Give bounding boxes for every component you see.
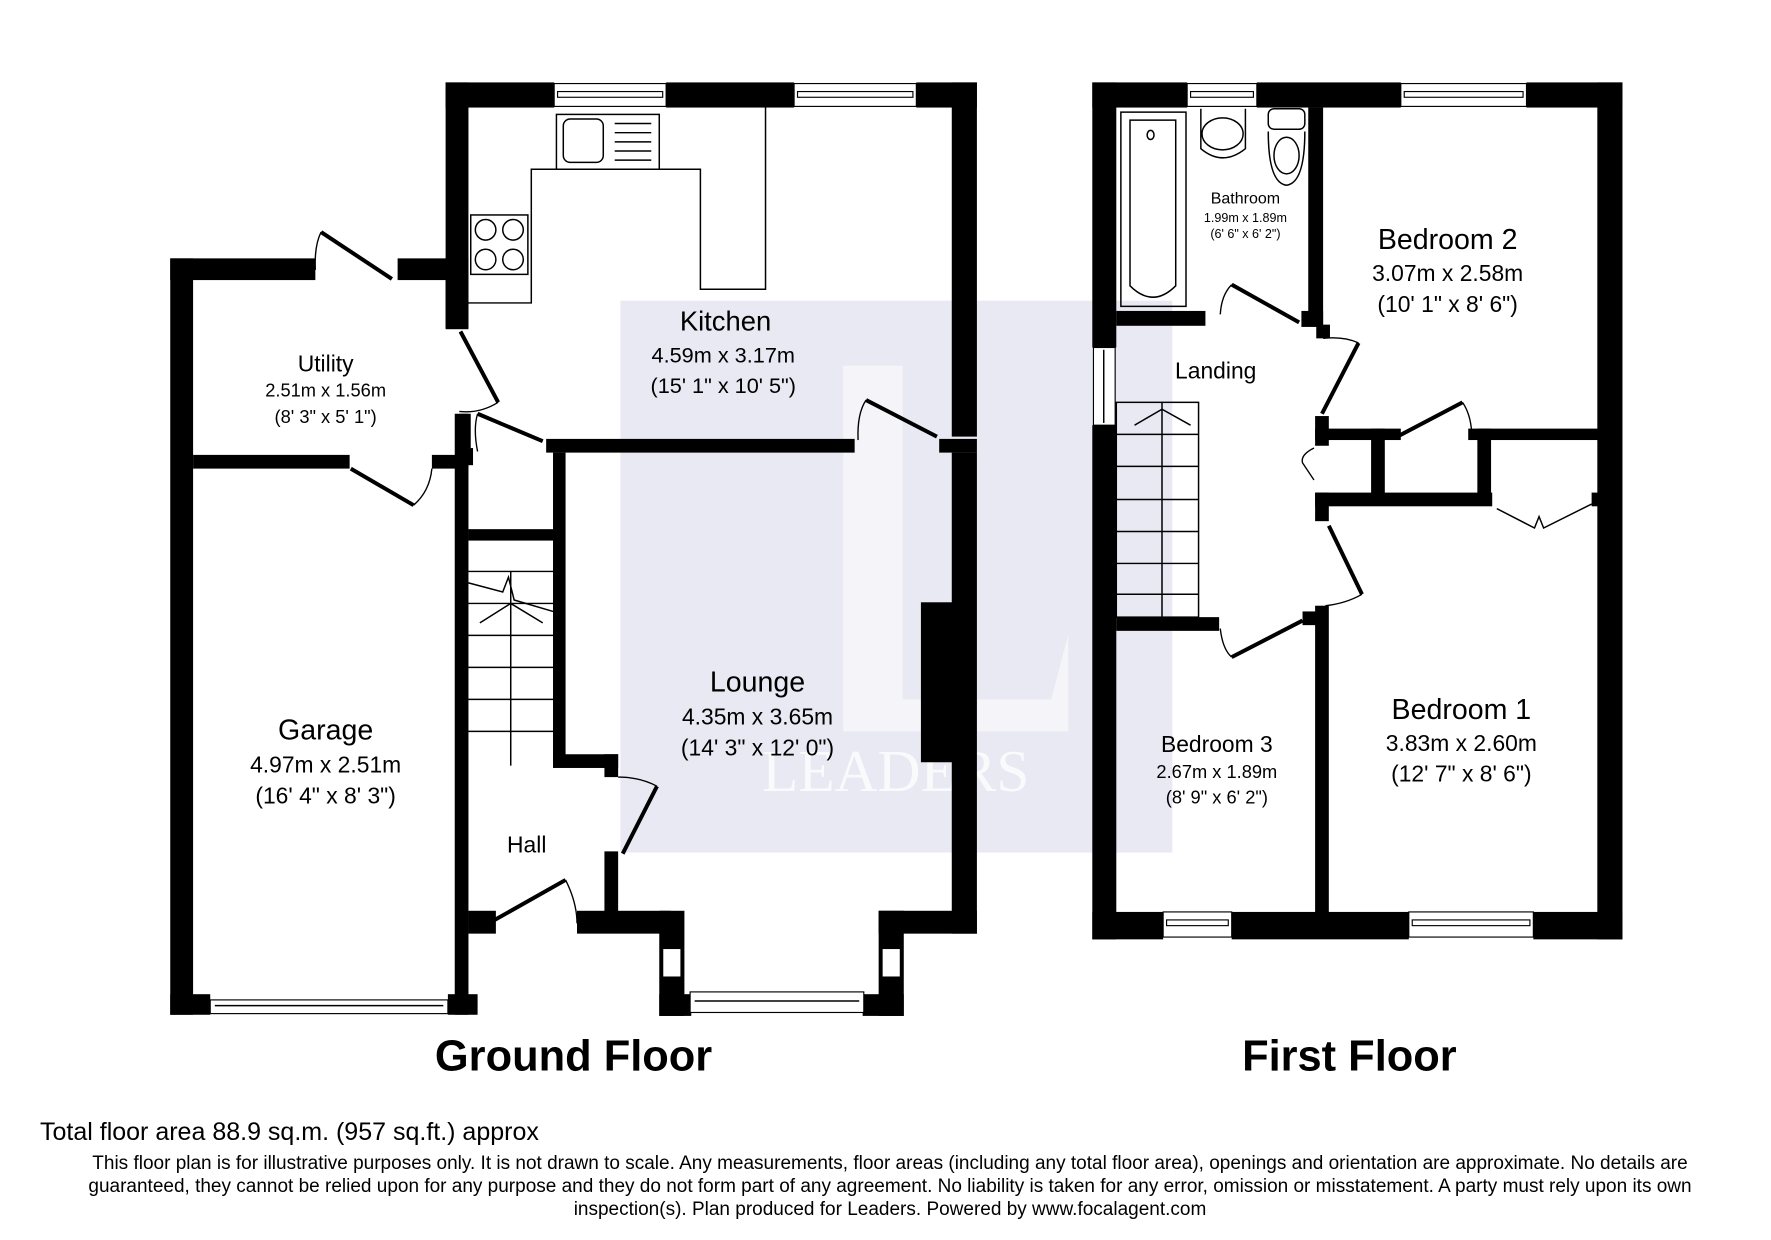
- lounge-name: Lounge: [710, 666, 805, 698]
- front-door: [493, 878, 567, 922]
- bedroom1-window: [1408, 911, 1534, 938]
- utility-imperial: (8' 3" x 5' 1"): [275, 406, 377, 427]
- bedroom2-window: [1400, 82, 1528, 107]
- bathroom-imperial: (6' 6" x 6' 2"): [1210, 227, 1280, 241]
- garage-door: [209, 999, 449, 1015]
- bedroom3-window: [1162, 911, 1233, 938]
- utility-name: Utility: [298, 350, 354, 376]
- hall-lounge-door: [620, 785, 659, 855]
- landing-name: Landing: [1175, 357, 1256, 383]
- bathroom-name: Bathroom: [1211, 191, 1280, 208]
- kitchen-hall-door: [476, 411, 544, 444]
- wardrobe-doors: [1496, 503, 1592, 530]
- bathroom-metric: 1.99m x 1.89m: [1204, 211, 1287, 225]
- bedroom2-metric: 3.07m x 2.58m: [1372, 260, 1523, 286]
- bedroom2-imperial: (10' 1" x 8' 6"): [1377, 291, 1518, 317]
- bedroom2-door: [1320, 342, 1361, 415]
- ground-floor-plan: [170, 82, 977, 1016]
- landing-window: [1092, 346, 1116, 426]
- first-floor-title: First Floor: [1242, 1033, 1457, 1081]
- hall-name: Hall: [507, 832, 546, 858]
- cupboard-door-2: [1301, 447, 1315, 481]
- bedroom3-name: Bedroom 3: [1161, 731, 1273, 757]
- garage-imperial: (16' 4" x 8' 3"): [255, 782, 396, 808]
- bedroom3-door: [1230, 618, 1304, 659]
- hob-icon: [470, 214, 529, 276]
- kitchen-name: Kitchen: [680, 305, 771, 336]
- utility-external-door: [319, 230, 394, 281]
- utility-kitchen-door: [458, 330, 500, 404]
- bedroom1-imperial: (12' 7" x 8' 6"): [1391, 761, 1532, 787]
- kitchen-metric: 4.59m x 3.17m: [652, 342, 795, 367]
- bathroom-door: [1230, 282, 1301, 325]
- ground-floor-title: Ground Floor: [435, 1033, 712, 1081]
- garage-metric: 4.97m x 2.51m: [250, 752, 401, 778]
- bedroom1-metric: 3.83m x 2.60m: [1386, 730, 1537, 756]
- kitchen-window-left: [553, 82, 667, 107]
- staircase-first-floor: [1115, 401, 1200, 618]
- bedroom1-name: Bedroom 1: [1392, 694, 1532, 726]
- bedroom1-door: [1327, 524, 1364, 596]
- garage-name: Garage: [278, 714, 373, 746]
- kitchen-imperial: (15' 1" x 10' 5"): [651, 373, 796, 398]
- kitchen-window-right: [793, 82, 917, 107]
- staircase: [468, 570, 554, 766]
- lounge-metric: 4.35m x 3.65m: [682, 704, 833, 730]
- basin-icon: [1200, 108, 1247, 159]
- bedroom3-imperial: (8' 9" x 6' 2"): [1166, 786, 1268, 807]
- kitchen-lounge-door: [865, 398, 938, 439]
- toilet-icon: [1267, 107, 1306, 186]
- bedroom2-name: Bedroom 2: [1378, 224, 1518, 256]
- total-floor-area: Total floor area 88.9 sq.m. (957 sq.ft.)…: [40, 1118, 539, 1146]
- disclaimer-text: This floor plan is for illustrative purp…: [88, 1153, 1692, 1220]
- leaders-watermark: LEADERS: [620, 300, 1173, 853]
- cupboard-door-1: [1396, 400, 1464, 439]
- utility-garage-door: [349, 466, 415, 507]
- lounge-imperial: (14' 3" x 12' 0"): [681, 734, 834, 760]
- sink-bowl-icon: [562, 118, 605, 164]
- watermark-text: LEADERS: [762, 738, 1029, 804]
- first-floor-plan: [1092, 82, 1623, 940]
- bay-window: [662, 947, 901, 1014]
- bedroom3-metric: 2.67m x 1.89m: [1156, 761, 1277, 782]
- utility-metric: 2.51m x 1.56m: [265, 380, 386, 401]
- bathroom-window: [1186, 82, 1258, 107]
- bath-icon: [1120, 111, 1187, 308]
